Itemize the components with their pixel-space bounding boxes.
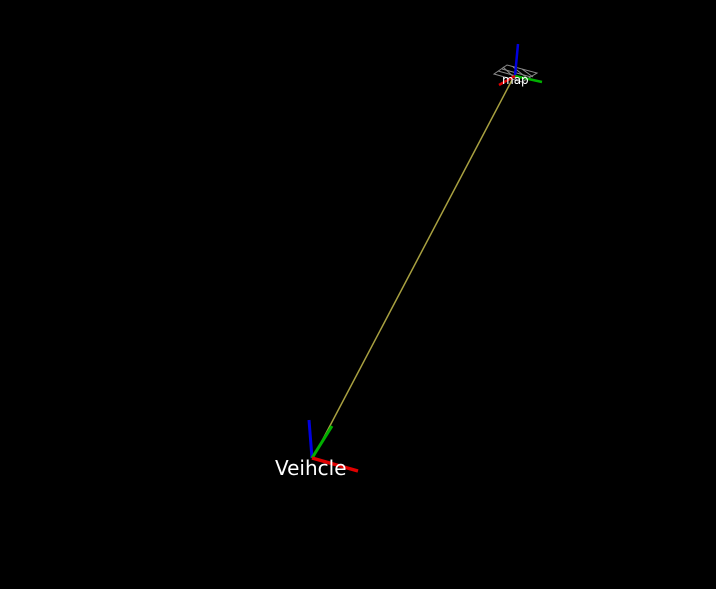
map-x-axis	[498, 74, 516, 87]
vehicle-z-axis	[307, 419, 314, 459]
map-z-axis	[513, 43, 520, 77]
vehicle-x-axis	[311, 456, 359, 473]
map-y-axis	[514, 74, 543, 84]
vehicle-y-axis	[310, 425, 334, 459]
map-frame[interactable]	[492, 43, 543, 87]
vehicle-frame[interactable]	[307, 419, 359, 473]
tf-link-line	[312, 79, 513, 459]
